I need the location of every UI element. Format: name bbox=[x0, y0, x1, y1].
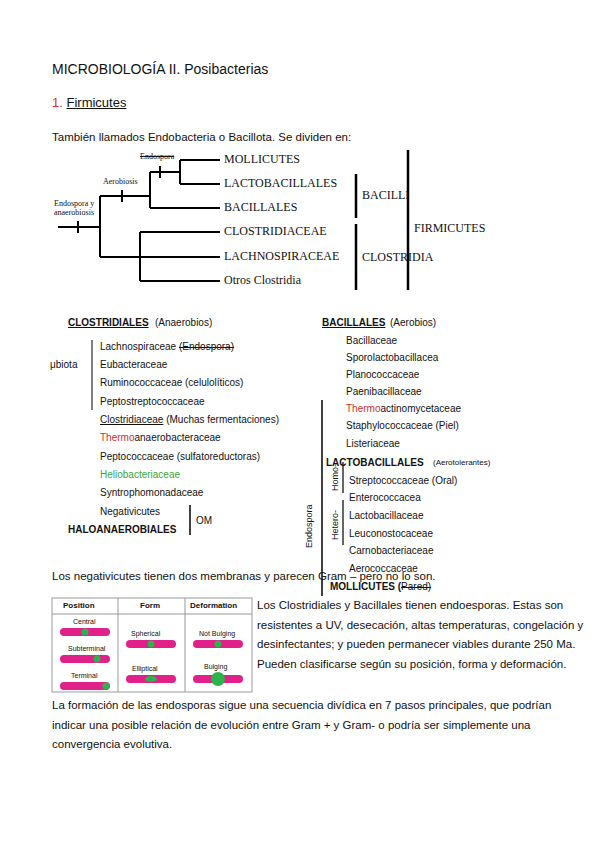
text-label: BACILLI bbox=[362, 189, 409, 203]
text-label: Bacillaceae bbox=[346, 335, 397, 347]
text-label: OM bbox=[196, 515, 212, 527]
text-label: Paenibacillaceae bbox=[346, 386, 422, 398]
page-title: MICROBIOLOGÍA II. Posibacterias bbox=[52, 61, 268, 77]
text-label: Position bbox=[63, 601, 95, 610]
text-label: También llamados Endobacteria o Bacillot… bbox=[52, 131, 351, 144]
text-label: μbiota bbox=[50, 359, 77, 371]
text-label: La formación de las endosporas sigue una… bbox=[52, 696, 562, 755]
text-label: Spherical bbox=[131, 630, 160, 638]
text-label: CLOSTRIDIACEAE bbox=[224, 225, 327, 239]
text-label: Hetero- bbox=[330, 510, 340, 540]
text-label: LACTOBACILLALES bbox=[326, 457, 424, 469]
text-label: Planococcaceae bbox=[346, 369, 419, 381]
text-label: Leuconostocaceae bbox=[349, 528, 433, 540]
text-label: Form bbox=[140, 601, 160, 610]
text-label: Ruminococcaceae (celulolíticos) bbox=[100, 377, 243, 389]
text-label: Peptostreptococcaceae bbox=[100, 396, 205, 408]
text-label: Eubacteraceae bbox=[100, 359, 167, 371]
text-label: CLOSTRIDIA bbox=[362, 251, 433, 265]
text-label: Thermoanaerobacteraceae bbox=[100, 432, 221, 444]
text-label: Syntrophomonadaceae bbox=[100, 487, 203, 499]
text-label: Not Bulging bbox=[199, 630, 235, 638]
text-label: Listeriaceae bbox=[346, 438, 400, 450]
text-label: Aerobiosis bbox=[103, 177, 138, 186]
text-label: FIRMICUTES bbox=[414, 222, 485, 236]
text-label: CLOSTRIDIALES bbox=[68, 317, 149, 329]
text-label: Bulging bbox=[204, 663, 227, 671]
text-label: Streptococcaceae (Oral) bbox=[349, 475, 457, 487]
text-label: HALOANAEROBIALES bbox=[68, 524, 176, 536]
text-label: Endospora bbox=[140, 152, 174, 161]
text-label: Elliptical bbox=[132, 665, 158, 673]
text-label: Terminal bbox=[71, 672, 97, 680]
text-label: (Anaerobios) bbox=[155, 317, 212, 329]
text-label: (Aerobios) bbox=[390, 317, 436, 329]
text-label: Endospora y anaerobiosis bbox=[54, 200, 100, 218]
text-label: Otros Clostridia bbox=[224, 274, 301, 288]
text-label: Enterococcacea bbox=[349, 492, 421, 504]
text-label: (Aerotolerantes) bbox=[433, 458, 490, 467]
text-label: Staphylococcaceae (Piel) bbox=[346, 420, 459, 432]
text-label: Negativicutes bbox=[100, 506, 160, 518]
text-label: Los negativicutes tienen dos membranas y… bbox=[52, 570, 436, 583]
text-label: MOLLICUTES (Pared) bbox=[330, 581, 431, 593]
text-label: Homo- bbox=[330, 464, 340, 491]
text-label: Lactobacillaceae bbox=[349, 510, 424, 522]
text-label: Sporolactobacillacea bbox=[346, 352, 438, 364]
text-label: Heliobacteriaceae bbox=[100, 469, 180, 481]
text-label: LACTOBACILLALES bbox=[224, 177, 337, 191]
text-label: Deformation bbox=[190, 601, 237, 610]
text-label: 1. Firmicutes bbox=[52, 96, 126, 111]
cladogram-lines bbox=[58, 160, 220, 281]
text-label: Thermoactinomycetaceae bbox=[346, 403, 461, 415]
text-label: Central bbox=[73, 618, 96, 626]
spore-table bbox=[52, 598, 252, 692]
text-label: BACILLALES bbox=[224, 201, 297, 215]
text-label: Carnobacteriaceae bbox=[349, 545, 434, 557]
text-label: Lachnospiraceae (Endospora) bbox=[100, 341, 234, 353]
text-label: Subterminal bbox=[68, 645, 105, 653]
text-label: Clostridiaceae (Muchas fermentaciones) bbox=[100, 414, 279, 426]
text-label: Endospora bbox=[304, 504, 314, 548]
text-label: MOLLICUTES bbox=[224, 153, 300, 167]
text-label: LACHNOSPIRACEAE bbox=[224, 250, 339, 264]
text-label: BACILLALES bbox=[322, 317, 385, 329]
text-label: Peptococcaceae (sulfatoreductoras) bbox=[100, 451, 260, 463]
text-label: Los Clostridiales y Bacillales tienen en… bbox=[257, 596, 587, 674]
